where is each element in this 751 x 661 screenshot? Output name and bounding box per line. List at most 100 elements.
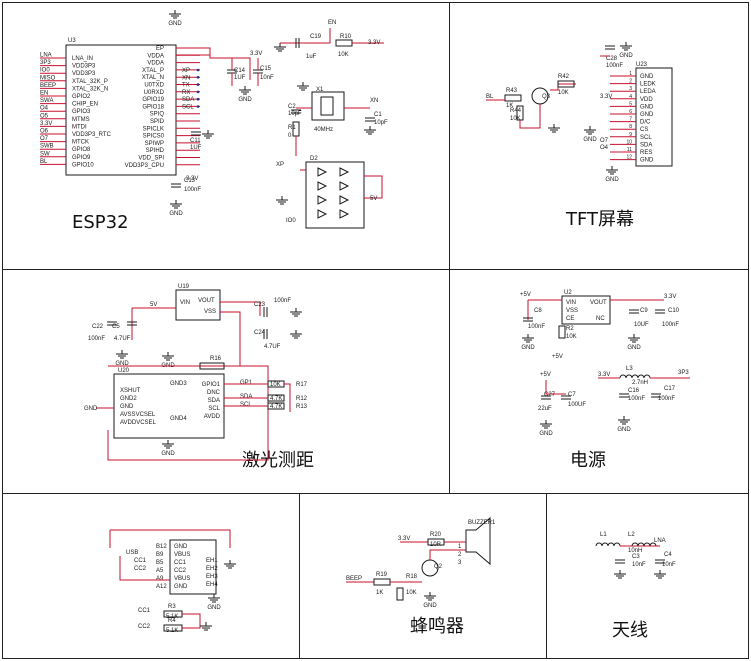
usb-pin-num: A5 bbox=[156, 568, 164, 574]
esp32-right-pin-label: VDD3P3_CPU bbox=[125, 163, 164, 169]
laser-5v: 5V bbox=[150, 302, 157, 308]
usb-connector bbox=[169, 539, 217, 595]
laser-sensor-right-pin: AVDD bbox=[204, 414, 221, 420]
cap-c23-ref: C23 bbox=[254, 302, 266, 308]
diode bbox=[339, 209, 350, 219]
cap-c2-val: 10pF bbox=[288, 111, 302, 117]
buzzer-pin-num: 3 bbox=[458, 560, 462, 566]
esp32-left-net-label: 3.3V bbox=[40, 121, 52, 127]
esp32-left-pin-label: VDD3P3 bbox=[72, 64, 96, 70]
inductor-l2-ref: L2 bbox=[628, 532, 635, 538]
laser-sensor-right-pin: SCL bbox=[208, 406, 220, 412]
transistor-q3-ref: Q3 bbox=[542, 94, 551, 100]
crystal-element bbox=[320, 96, 334, 116]
res-r44-ref: R44 bbox=[510, 108, 522, 114]
res-r43-val: 1K bbox=[506, 103, 513, 109]
ldo-u2 bbox=[561, 295, 611, 325]
resistor bbox=[373, 578, 391, 586]
inductor-l2-val: 10nH bbox=[628, 548, 642, 554]
usb-pin-name: GND bbox=[174, 584, 188, 590]
inductor-l1-ref: L1 bbox=[600, 532, 607, 538]
esp32-left-pin-label: GPIO2 bbox=[72, 94, 91, 100]
esp32-right-pin-label: XTAL_P bbox=[142, 68, 164, 74]
res-r1-val: 0 bbox=[288, 133, 292, 139]
res-r10-ref: R10 bbox=[340, 34, 352, 40]
esp32-right-net-label: SCL bbox=[182, 105, 194, 111]
cap-c4-val: 10nF bbox=[662, 562, 676, 568]
cap-c8-val: 100nF bbox=[528, 324, 545, 330]
transistor-q2-ref: Q2 bbox=[434, 564, 443, 570]
panel-title-antenna: 天线 bbox=[612, 620, 648, 641]
u2-nc: NC bbox=[596, 316, 605, 322]
esp32-left-pin-label: VDD3P3 bbox=[72, 71, 96, 77]
tft-pin-label: VDD bbox=[640, 97, 653, 103]
diode bbox=[317, 195, 328, 205]
ground-label: GND bbox=[521, 345, 535, 351]
esp32-right-pin-label: U0RXD bbox=[144, 90, 165, 96]
cap-c9-val: 10UF bbox=[634, 322, 649, 328]
res-r19-ref: R19 bbox=[376, 572, 388, 578]
usb-wire bbox=[119, 556, 170, 581]
buzzer-3v3: 3.3V bbox=[398, 536, 410, 542]
res-r16-ref: R16 bbox=[210, 356, 222, 362]
cap-c15-val: 10nF bbox=[260, 75, 274, 81]
res-r2-ref: R2 bbox=[566, 326, 574, 332]
cap-c27-val: 22uF bbox=[538, 406, 552, 412]
net-port-dot bbox=[196, 68, 200, 72]
ldo-u19 bbox=[175, 289, 221, 321]
tft-pin-label: GND bbox=[640, 104, 654, 110]
laser-sensor-left-pin: XSHUT bbox=[120, 388, 141, 394]
ground-label: GND bbox=[115, 361, 129, 367]
res-r3-ref: R3 bbox=[168, 604, 176, 610]
cap-c5-val: 4.7UF bbox=[114, 336, 131, 342]
laser-wire bbox=[107, 365, 269, 461]
esp32-left-pin-label: MTCK bbox=[72, 140, 89, 146]
tft-pin-num: 11 bbox=[627, 147, 632, 153]
pwr-3p3: 3P3 bbox=[678, 370, 689, 376]
esp32-right-pin-label: GPIO18 bbox=[142, 104, 164, 110]
cap-c13-ref: C13 bbox=[184, 178, 196, 184]
buzzer-ref: BUZZER1 bbox=[468, 520, 496, 526]
esp32-left-pin-label: MTMS bbox=[72, 117, 90, 123]
tft-pin-num: 1 bbox=[629, 71, 632, 77]
usb-pin-num: B5 bbox=[156, 560, 164, 566]
buzzer-body bbox=[465, 516, 491, 566]
cap-c28-ref: C28 bbox=[606, 56, 618, 62]
cap-c19-ref: C19 bbox=[310, 34, 322, 40]
tft-pin-num: 3 bbox=[629, 86, 632, 92]
esp32-left-net-label: MISO bbox=[40, 75, 56, 81]
resistor bbox=[396, 587, 404, 601]
panel-title-power: 电源 bbox=[570, 450, 606, 471]
cap-c5-ref: C5 bbox=[112, 324, 120, 330]
esd-io0: IO0 bbox=[286, 218, 296, 224]
esd-5v: 5V bbox=[370, 196, 377, 202]
esp32-right-pin-label: GPIO19 bbox=[142, 97, 164, 103]
esp32-left-pin-label: GPIO9 bbox=[72, 155, 91, 161]
tft-pin-label: RES bbox=[640, 150, 652, 156]
inductor-l3-val: 2.7nH bbox=[632, 380, 648, 386]
tft-pin-label: CS bbox=[640, 127, 648, 133]
usb-pin-num: B12 bbox=[156, 544, 167, 550]
ant-lna: LNA bbox=[654, 538, 666, 544]
pwr-5v-bulk: +5V bbox=[540, 372, 551, 378]
laser-sensor-left-pin: AVSSVCSEL bbox=[120, 412, 156, 418]
tft-pin-num: 8 bbox=[629, 124, 632, 130]
esp32-left-net-label: BEEP bbox=[40, 83, 56, 89]
cap-c11-ref: C11 bbox=[190, 138, 201, 144]
esp32-right-pin-label: SPICLK bbox=[143, 126, 164, 132]
cap-c10-ref: C10 bbox=[668, 308, 680, 314]
esp32-left-net-label: SWA bbox=[40, 98, 53, 104]
esp32-left-pin-label: XTAL_32K_P bbox=[72, 79, 108, 85]
cap-c28-val: 100nF bbox=[606, 63, 623, 69]
laser-sensor-left-pin: AVDDVCSEL bbox=[120, 420, 157, 426]
res-r12-ref: R12 bbox=[296, 396, 308, 402]
esp32-left-pin-label: XTAL_32K_N bbox=[72, 86, 108, 92]
cpu-3v3-label: 3.3V bbox=[186, 176, 198, 182]
tft-bl-net: BL bbox=[486, 94, 494, 100]
cap-c4-ref: C4 bbox=[664, 552, 672, 558]
ldo-vin: VIN bbox=[180, 300, 190, 306]
ground-label: GND bbox=[619, 53, 633, 59]
esd-d2 bbox=[305, 161, 365, 229]
usb-pin-num: A9 bbox=[156, 576, 164, 582]
